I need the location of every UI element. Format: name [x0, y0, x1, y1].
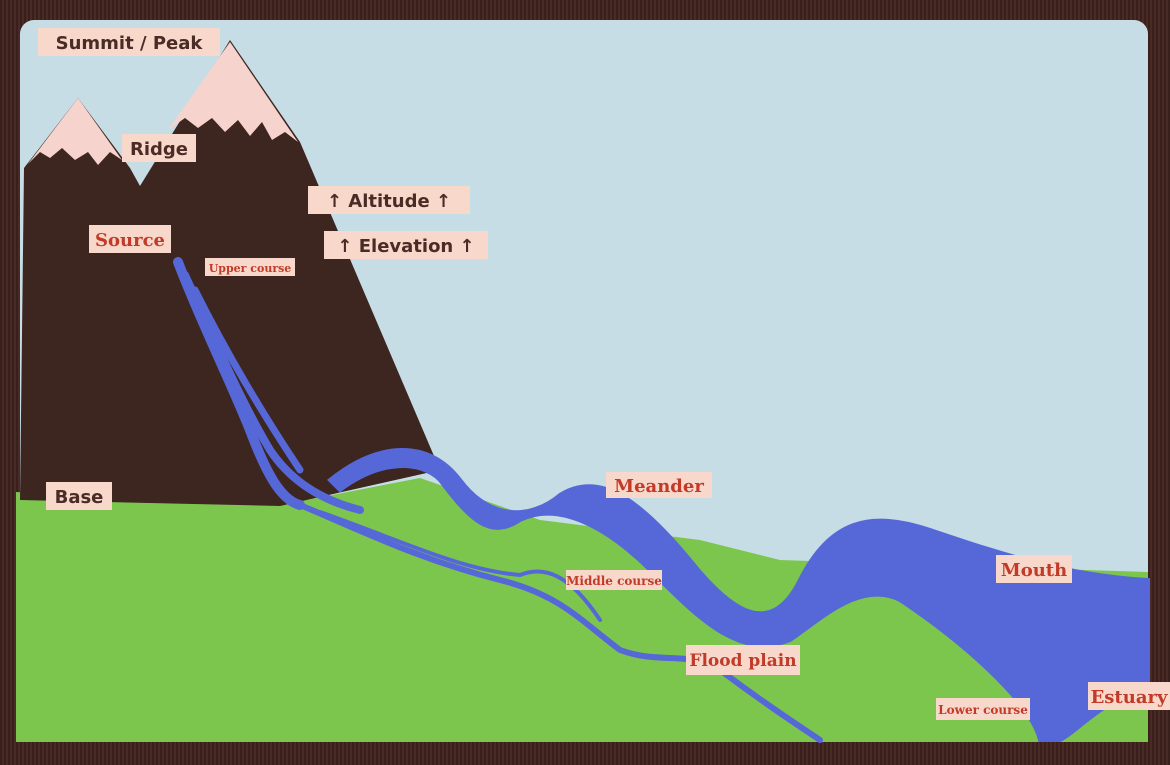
- label-middle-course: Middle course: [566, 570, 662, 590]
- label-summit: Summit / Peak: [38, 28, 220, 56]
- label-meander: Meander: [606, 472, 712, 498]
- label-meander-text: Meander: [614, 476, 704, 497]
- label-upper-course: Upper course: [205, 258, 295, 276]
- label-middle-course-text: Middle course: [566, 574, 662, 588]
- label-lower-course: Lower course: [936, 698, 1030, 720]
- label-altitude-text: ↑ Altitude ↑: [327, 191, 451, 212]
- label-estuary: Estuary: [1088, 682, 1170, 710]
- label-base: Base: [46, 482, 112, 510]
- label-altitude: ↑ Altitude ↑: [308, 186, 470, 214]
- label-summit-text: Summit / Peak: [56, 33, 204, 54]
- snow-cap-right: [168, 42, 298, 142]
- label-mouth-text: Mouth: [1001, 560, 1067, 581]
- snow-cap-left: [28, 98, 122, 165]
- label-base-text: Base: [55, 487, 104, 508]
- label-elevation-text: ↑ Elevation ↑: [337, 236, 474, 257]
- label-lower-course-text: Lower course: [938, 703, 1028, 717]
- label-upper-course-text: Upper course: [209, 262, 292, 275]
- label-ridge-text: Ridge: [130, 139, 188, 160]
- label-elevation: ↑ Elevation ↑: [324, 231, 488, 259]
- label-source: Source: [89, 225, 171, 253]
- label-mouth: Mouth: [996, 555, 1072, 583]
- land-green: [16, 478, 1148, 742]
- label-source-text: Source: [95, 230, 165, 251]
- label-flood-plain-text: Flood plain: [689, 651, 796, 671]
- label-flood-plain: Flood plain: [686, 645, 800, 675]
- label-estuary-text: Estuary: [1091, 687, 1168, 708]
- label-ridge: Ridge: [122, 134, 196, 162]
